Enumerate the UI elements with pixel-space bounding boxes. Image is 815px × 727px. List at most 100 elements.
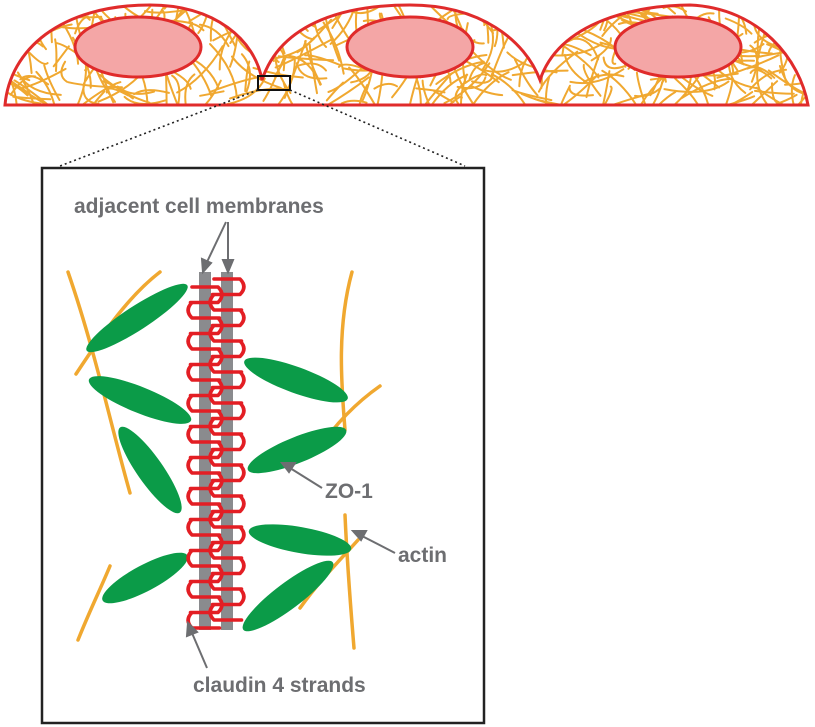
- arrow-actin: [361, 535, 396, 554]
- actin-fiber: [240, 53, 251, 93]
- arrowhead-membrane-left: [200, 257, 213, 275]
- actin-fiber: [288, 54, 322, 86]
- cell-strip: [3, 0, 810, 107]
- actin-fiber: [513, 58, 539, 97]
- actin-fiber: [553, 5, 598, 25]
- actin-fiber: [521, 11, 573, 19]
- actin-fiber: [259, 8, 317, 18]
- actin-fiber: [35, 70, 59, 105]
- actin-fiber: [244, 60, 251, 93]
- actin-fiber: [435, 60, 485, 85]
- actin-fiber: [644, 5, 665, 17]
- actin-fiber: [553, 5, 573, 40]
- actin-fiber: [258, 5, 276, 39]
- zo1-ellipse: [102, 552, 188, 604]
- actin-fiber: [582, 63, 602, 97]
- actin-fiber: [490, 73, 535, 105]
- junction-zoom-box: [257, 75, 291, 91]
- arrow-zo1: [289, 467, 323, 489]
- nucleus-2: [345, 15, 475, 79]
- actin-fiber: [483, 5, 519, 23]
- actin-fiber: [506, 51, 558, 74]
- actin-fiber: [674, 77, 704, 105]
- actin-fiber: [599, 5, 621, 31]
- membrane-left: [199, 272, 211, 630]
- actin-fiber: [7, 5, 56, 15]
- actin-fiber: [585, 55, 600, 99]
- actin-fiber: [295, 62, 328, 80]
- actin-fiber: [464, 73, 488, 84]
- actin-fiber: [329, 5, 359, 45]
- label-zo1: ZO-1: [325, 480, 373, 503]
- zo1-ellipse: [118, 426, 182, 514]
- actin-fiber: [519, 15, 558, 43]
- actin-fiber: [348, 66, 380, 105]
- actin-fiber: [481, 61, 525, 73]
- actin-fiber: [213, 11, 246, 20]
- actin-fiber: [227, 0, 278, 3]
- actin-fiber: [716, 54, 780, 79]
- actin-fiber: [784, 7, 808, 18]
- actin-fiber: [510, 10, 549, 31]
- zo1-proteins: [86, 283, 352, 632]
- actin-fiber: [788, 87, 808, 105]
- actin-filament: [343, 513, 356, 650]
- actin-fiber: [266, 21, 276, 50]
- actin-fiber: [756, 61, 769, 105]
- actin-fiber: [421, 79, 441, 105]
- claudin-strand-left: [186, 285, 224, 630]
- actin-fiber: [54, 38, 58, 73]
- actin-fiber: [634, 87, 662, 98]
- actin-fiber: [473, 5, 530, 13]
- cell-layer-outline: [3, 3, 810, 107]
- actin-fiber: [171, 74, 181, 105]
- arrowhead-claudin: [185, 620, 199, 638]
- zo1-ellipse: [86, 283, 188, 353]
- actin-fiber: [465, 71, 510, 105]
- actin-fiber: [263, 5, 272, 42]
- actin-fiber: [549, 73, 600, 105]
- actin-fiber: [655, 71, 703, 105]
- actin-fiber: [226, 77, 266, 105]
- actin-fiber: [602, 56, 627, 70]
- actin-fiber: [221, 5, 258, 24]
- claudin-strands: [186, 277, 246, 630]
- zo1-ellipse: [242, 560, 334, 632]
- arrowhead-zo1: [279, 462, 297, 474]
- actin-fiber: [282, 82, 312, 105]
- actin-fiber: [724, 17, 753, 35]
- zoom-panel: adjacent cell membranes ZO-1 actin claud…: [40, 166, 486, 725]
- actin-fiber: [184, 73, 196, 105]
- nucleus-1: [73, 15, 203, 79]
- label-adjacent-cell-membranes: adjacent cell membranes: [74, 195, 324, 218]
- actin-fiber: [522, 6, 553, 56]
- actin-fiber: [533, 97, 570, 105]
- actin-fiber: [569, 68, 625, 85]
- claudin-strand-right: [208, 277, 246, 622]
- actin-fiber: [440, 95, 463, 105]
- actin-fiber: [69, 81, 122, 105]
- actin-fiber: [510, 6, 552, 42]
- actin-fiber: [443, 62, 491, 105]
- actin-fiber: [5, 5, 38, 32]
- actin-fiber: [60, 60, 68, 83]
- actin-filament: [76, 564, 112, 642]
- actin-fiber: [583, 73, 625, 83]
- actin-fiber: [231, 5, 238, 31]
- arrowhead-membrane-right: [221, 259, 235, 275]
- actin-fiber: [82, 82, 100, 105]
- zo1-ellipse: [248, 524, 352, 556]
- actin-fiber: [5, 80, 29, 97]
- arrow-membrane-left: [206, 221, 227, 263]
- annotation-arrows: [185, 221, 396, 669]
- actin-fiber: [568, 86, 594, 97]
- actin-fiber: [790, 74, 802, 105]
- actin-fiber: [454, 82, 465, 105]
- actin-fiber: [749, 68, 773, 80]
- zoom-line-right: [289, 89, 466, 167]
- actin-fiber: [778, 5, 784, 53]
- actin-fiber: [601, 69, 646, 105]
- actin-fiber: [538, 15, 573, 34]
- actin-fiber: [209, 43, 238, 99]
